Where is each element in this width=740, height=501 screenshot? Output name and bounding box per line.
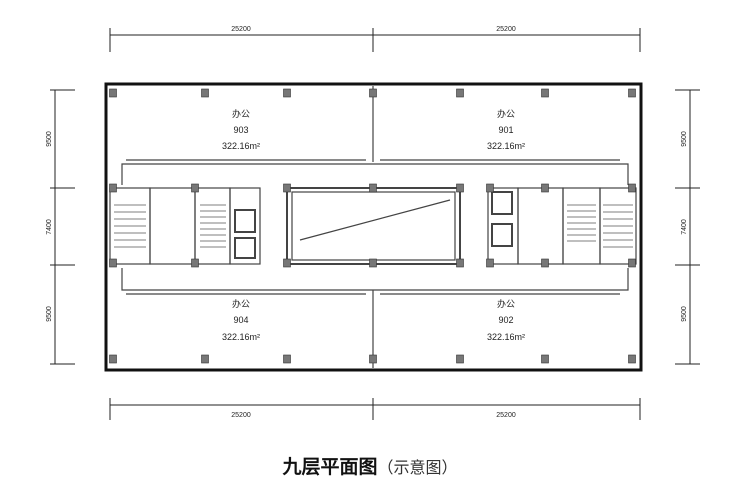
structural-column (369, 258, 377, 268)
unit-904-number: 904 (233, 315, 248, 325)
unit-901-area: 322.16m² (487, 141, 525, 151)
unit-902-number: 902 (498, 315, 513, 325)
structural-column (369, 183, 377, 193)
unit-904-use: 办公 (232, 298, 250, 309)
structural-column (283, 183, 291, 193)
dim-top-right: 25200 (496, 26, 516, 33)
structural-column (628, 183, 636, 193)
dimension-lines (50, 28, 700, 420)
title-main: 九层平面图 (282, 456, 378, 478)
structural-column (541, 88, 549, 98)
structural-column (109, 88, 117, 98)
structural-column (109, 354, 117, 364)
stairs (114, 204, 633, 248)
building-outline (104, 82, 643, 372)
structural-column (283, 88, 291, 98)
dim-bottom-left: 25200 (231, 412, 251, 419)
unit-904-area: 322.16m² (222, 332, 260, 342)
interior-walls (109, 86, 637, 368)
structural-column (283, 258, 291, 268)
title-sub: （示意图） (377, 458, 458, 477)
structural-column (201, 354, 209, 364)
structural-column (456, 88, 464, 98)
dim-right-2: 7400 (681, 219, 688, 235)
structural-column (486, 183, 494, 193)
structural-column (628, 258, 636, 268)
structural-column (628, 354, 636, 364)
columns (109, 88, 636, 364)
dim-left-2: 7400 (46, 219, 53, 235)
structural-column (541, 354, 549, 364)
structural-column (109, 183, 117, 193)
drawing-title: 九层平面图（示意图） (0, 452, 740, 479)
structural-column (456, 258, 464, 268)
dim-bottom-right: 25200 (496, 412, 516, 419)
unit-902-area: 322.16m² (487, 332, 525, 342)
structural-column (109, 258, 117, 268)
unit-901-number: 901 (498, 125, 513, 135)
structural-column (456, 354, 464, 364)
structural-column (191, 183, 199, 193)
unit-901-use: 办公 (497, 108, 515, 119)
unit-903-number: 903 (233, 125, 248, 135)
structural-column (541, 258, 549, 268)
dim-right-1: 9500 (681, 131, 688, 147)
dim-left-1: 9500 (46, 131, 53, 147)
structural-column (369, 354, 377, 364)
structural-column (369, 88, 377, 98)
structural-column (628, 88, 636, 98)
structural-column (486, 258, 494, 268)
dim-left-3: 9500 (46, 306, 53, 322)
structural-column (283, 354, 291, 364)
structural-column (201, 88, 209, 98)
unit-903-use: 办公 (232, 108, 250, 119)
structural-column (541, 183, 549, 193)
dim-top-left: 25200 (231, 26, 251, 33)
structural-column (456, 183, 464, 193)
structural-column (191, 258, 199, 268)
unit-903-area: 322.16m² (222, 141, 260, 151)
dim-right-3: 9500 (681, 306, 688, 322)
unit-902-use: 办公 (497, 298, 515, 309)
